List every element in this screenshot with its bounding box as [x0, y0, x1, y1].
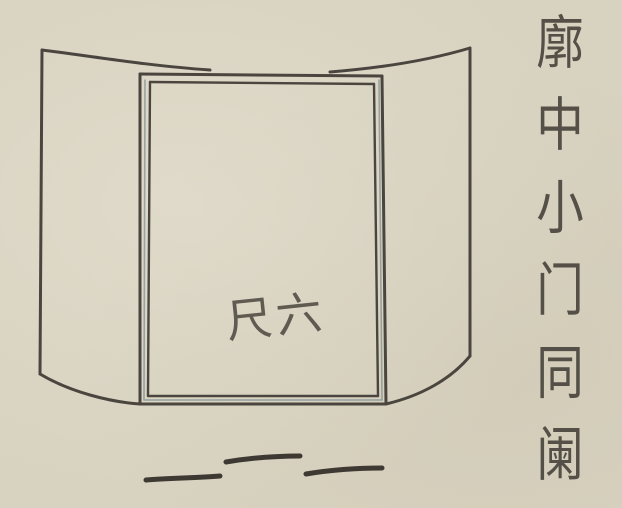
door-size-label: 六 尺	[211, 276, 338, 358]
door-blue-left	[143, 79, 146, 401]
right-wing-top	[328, 46, 472, 74]
left-wing-left-edge	[38, 48, 44, 376]
left-wing-bottom	[38, 372, 142, 406]
left-wing-outline	[40, 48, 212, 72]
caption-char-2: 中	[536, 91, 584, 160]
caption-char-6: 阑	[536, 420, 584, 489]
door-inner-right	[372, 82, 380, 398]
door-label-char-1: 六	[273, 285, 325, 344]
caption-char-1: 廓	[536, 9, 584, 77]
caption-char-4: 门	[536, 256, 584, 325]
dash-3	[303, 465, 385, 477]
door-inner-left	[146, 80, 152, 398]
door-top-edge	[138, 72, 384, 78]
door-inner-top	[148, 80, 376, 86]
dash-1	[143, 473, 223, 483]
door-label-char-2: 尺	[223, 290, 275, 349]
vertical-caption: 廓 中 小 门 同 阑	[512, 14, 608, 484]
caption-char-5: 同	[536, 338, 584, 407]
dash-2	[223, 453, 303, 465]
door-outer-right	[380, 74, 388, 406]
door-blue-right	[378, 79, 383, 401]
right-wing-bottom	[384, 354, 472, 406]
caption-char-3: 小	[536, 173, 584, 242]
